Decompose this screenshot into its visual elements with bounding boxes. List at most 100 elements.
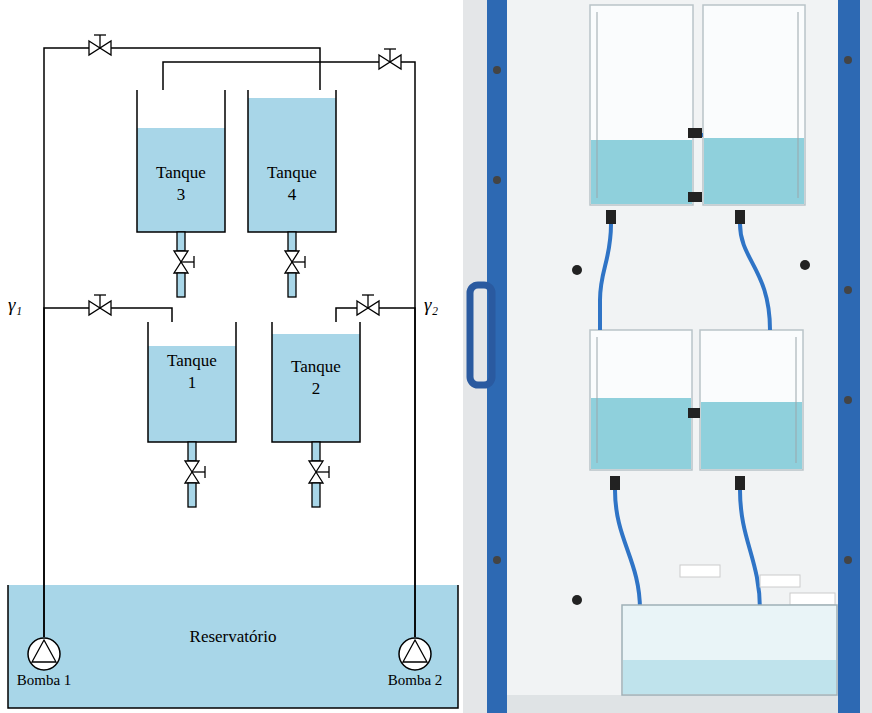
tank: Tanque 3 <box>137 90 225 232</box>
reservoir: ReservatórioBomba 1Bomba 2 <box>8 585 458 708</box>
photo-water <box>591 398 691 469</box>
valve-handle <box>384 48 396 49</box>
fitting <box>688 192 702 202</box>
photo-water <box>701 402 802 469</box>
tube <box>740 490 760 610</box>
screw <box>493 66 501 74</box>
pump: Bomba 2 <box>380 637 450 693</box>
tank-label: Tanque 4 <box>263 162 321 206</box>
wall <box>248 90 336 232</box>
valve-stem <box>292 261 305 262</box>
outlet-neck <box>312 442 320 461</box>
wall <box>137 90 225 232</box>
sticker <box>680 565 720 577</box>
pump-symbol <box>398 637 432 671</box>
tank-label: Tanque 2 <box>287 356 345 400</box>
valve-stem <box>99 35 100 48</box>
tank-label: Tanque 1 <box>163 350 221 394</box>
screw <box>844 56 852 64</box>
water <box>8 585 458 708</box>
reservoir-outline <box>8 585 458 708</box>
board-base <box>507 695 838 713</box>
label-slot: γ₁ <box>8 294 22 317</box>
outlet-pipe <box>312 483 320 507</box>
tube <box>615 490 640 610</box>
photo-water <box>591 140 692 204</box>
tank-outline <box>248 90 336 232</box>
valve-handle <box>94 294 106 295</box>
outlet <box>309 442 329 507</box>
wall <box>272 322 360 442</box>
tank-outline <box>137 90 225 232</box>
valve-stem <box>316 471 329 472</box>
photo-tank <box>703 5 805 205</box>
valve-stem <box>389 49 390 62</box>
photo-water <box>704 138 804 204</box>
photo-tank <box>590 5 693 205</box>
tank: Tanque 2 <box>272 322 360 442</box>
valve <box>379 49 401 69</box>
screw <box>844 286 852 294</box>
scale-ruler <box>798 12 799 198</box>
label-slot: γ₂ <box>424 294 438 317</box>
tube <box>740 224 770 330</box>
outlet <box>185 442 205 507</box>
fitting <box>735 476 745 490</box>
pump-circle <box>28 638 60 670</box>
pipe <box>44 308 172 637</box>
valve <box>89 35 111 55</box>
board <box>507 0 838 713</box>
outlet-pipe <box>177 273 185 297</box>
frame-bar <box>838 0 860 713</box>
water <box>148 346 236 442</box>
valve <box>89 295 111 315</box>
valve-handle <box>94 34 106 35</box>
valve-handle <box>362 294 374 295</box>
photo-background <box>463 0 872 713</box>
outlet-neck <box>177 232 185 251</box>
scale-ruler <box>597 12 598 198</box>
sticker <box>760 575 800 587</box>
water <box>137 128 225 232</box>
screw <box>844 396 852 404</box>
pump-symbol <box>27 637 61 671</box>
outlet-neck <box>188 442 196 461</box>
outlet <box>285 232 305 297</box>
outlet-pipe <box>188 483 196 507</box>
photo-tank <box>700 330 803 470</box>
screw <box>493 176 501 184</box>
valve-handle <box>193 256 194 268</box>
valve-ratio-label: γ₂ <box>424 294 438 317</box>
tank: Tanque 1 <box>148 322 236 442</box>
pump-circle <box>399 638 431 670</box>
scale-ruler <box>597 337 598 463</box>
valve-stem <box>181 261 194 262</box>
tank: Tanque 4 <box>248 90 336 232</box>
wall <box>148 322 236 442</box>
knob <box>572 595 582 605</box>
outlet <box>174 232 194 297</box>
pump: Bomba 1 <box>9 637 79 693</box>
tube <box>600 224 611 330</box>
pipe <box>163 62 415 637</box>
pump-label: Bomba 1 <box>17 671 72 689</box>
fitting <box>606 210 616 224</box>
valve-handle <box>328 466 329 478</box>
fitting <box>610 476 620 490</box>
pump-triangle <box>32 640 56 662</box>
valve-stem <box>367 295 368 308</box>
handle <box>470 285 492 385</box>
pipe <box>44 48 320 637</box>
fitting <box>688 408 700 418</box>
tray-water <box>623 660 836 694</box>
pump-label: Bomba 2 <box>388 671 443 689</box>
screw <box>844 556 852 564</box>
valve-stem <box>192 471 205 472</box>
water <box>272 334 360 442</box>
tank-label: Tanque 3 <box>152 162 210 206</box>
knob <box>800 260 810 270</box>
pump-triangle <box>403 640 427 662</box>
pipe <box>336 308 415 637</box>
